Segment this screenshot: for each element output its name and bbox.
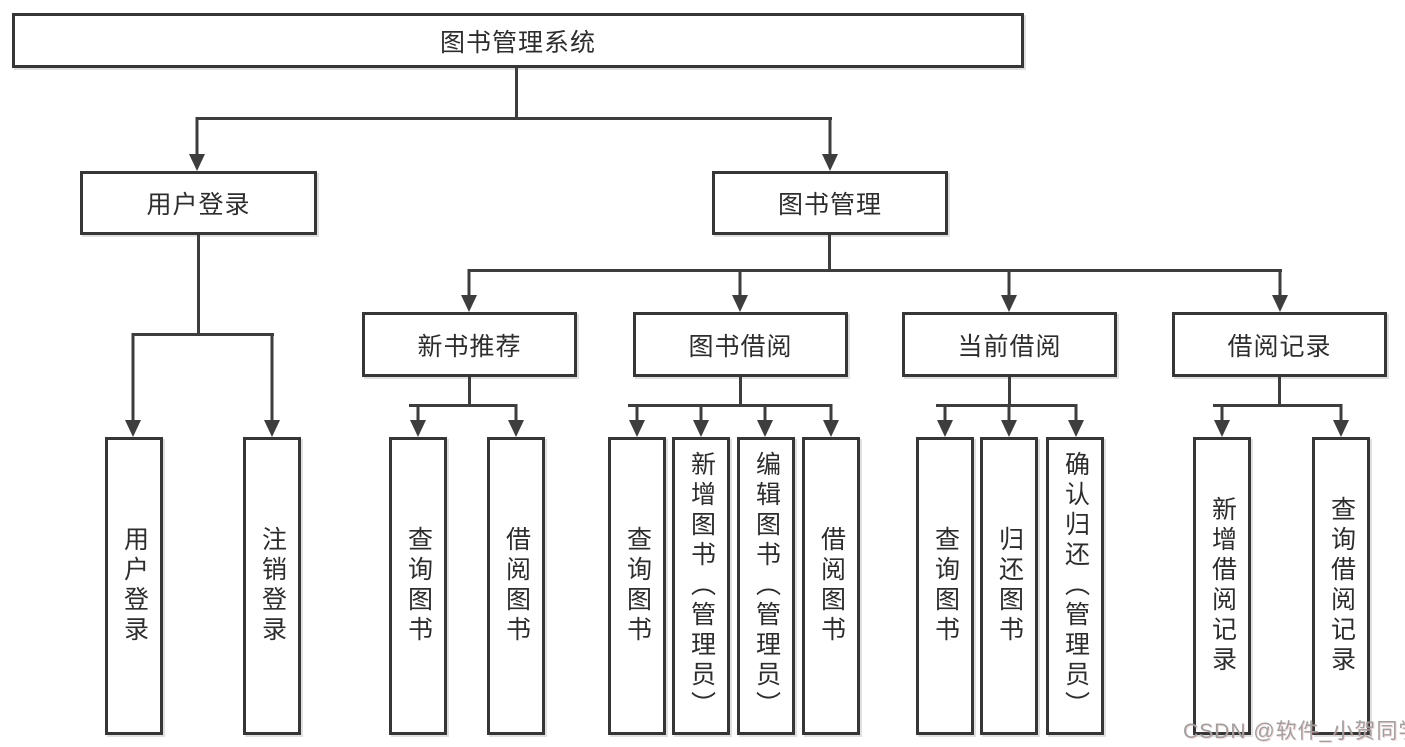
- node-new-book-recommend-label: 新书推荐: [417, 332, 522, 361]
- connector-root-stem: [515, 68, 518, 119]
- leaf-recommend-borrow-books: 借阅图书: [487, 437, 545, 735]
- leaf-records-query-record-label: 查询借阅记录: [1327, 496, 1356, 676]
- leaf-borrow-edit-books-admin-label: 编辑图书（管理员）: [752, 451, 781, 721]
- leaf-current-confirm-return-admin-label: 确认归还（管理员）: [1061, 451, 1090, 721]
- node-root: 图书管理系统: [12, 13, 1024, 68]
- leaf-logout-login: 注销登录: [243, 437, 301, 735]
- leaf-logout-login-label: 注销登录: [258, 526, 287, 646]
- node-current-borrow-label: 当前借阅: [957, 332, 1062, 361]
- leaf-borrow-add-books-admin: 新增图书（管理员）: [672, 437, 730, 735]
- node-borrow-records: 借阅记录: [1172, 312, 1387, 377]
- leaf-records-add-record: 新增借阅记录: [1193, 437, 1251, 735]
- arrow-to-records-add-record: [1213, 404, 1231, 437]
- leaf-borrow-borrow-books: 借阅图书: [802, 437, 860, 735]
- connector-borrow-stem: [739, 377, 742, 407]
- leaf-borrow-borrow-books-label: 借阅图书: [817, 526, 846, 646]
- connector-level2-bus: [468, 269, 1282, 272]
- leaf-borrow-query-books-label: 查询图书: [623, 526, 652, 646]
- arrow-to-book-management: [821, 117, 839, 171]
- connector-current-stem: [1008, 377, 1011, 407]
- arrow-to-leaf-logout: [263, 333, 281, 437]
- leaf-current-confirm-return-admin: 确认归还（管理员）: [1046, 437, 1104, 735]
- arrow-to-borrow-edit-books: [756, 404, 774, 437]
- arrow-to-recommend-borrow-books: [507, 404, 525, 437]
- connector-recommend-stem: [468, 377, 471, 407]
- node-root-label: 图书管理系统: [439, 28, 596, 57]
- leaf-current-query-books: 查询图书: [916, 437, 974, 735]
- leaf-records-query-record: 查询借阅记录: [1312, 437, 1370, 735]
- connector-book-management-stem: [828, 235, 831, 272]
- connector-records-stem: [1278, 377, 1281, 407]
- arrow-to-new-book-recommend: [460, 269, 478, 312]
- node-book-borrow: 图书借阅: [633, 312, 848, 377]
- arrow-to-book-borrow: [731, 269, 749, 312]
- arrow-to-borrow-query-books: [628, 404, 646, 437]
- node-user-login: 用户登录: [80, 171, 317, 235]
- connector-user-login-bus: [132, 333, 274, 336]
- arrow-to-records-query-record: [1332, 404, 1350, 437]
- arrow-to-leaf-user-login: [124, 333, 142, 437]
- node-current-borrow: 当前借阅: [902, 312, 1117, 377]
- arrow-to-borrow-records: [1271, 269, 1289, 312]
- arrow-to-recommend-query-books: [409, 404, 427, 437]
- arrow-to-borrow-borrow-books: [822, 404, 840, 437]
- connector-records-bus: [1213, 404, 1341, 407]
- node-book-borrow-label: 图书借阅: [688, 332, 793, 361]
- leaf-recommend-borrow-books-label: 借阅图书: [502, 526, 531, 646]
- leaf-current-return-books-label: 归还图书: [995, 526, 1024, 646]
- leaf-records-add-record-label: 新增借阅记录: [1208, 496, 1237, 676]
- arrow-to-current-return-books: [1000, 404, 1018, 437]
- leaf-user-login: 用户登录: [105, 437, 163, 735]
- leaf-borrow-add-books-admin-label: 新增图书（管理员）: [687, 451, 716, 721]
- connector-user-login-stem: [197, 235, 200, 335]
- arrow-to-user-login: [188, 117, 206, 171]
- node-user-login-label: 用户登录: [146, 191, 251, 219]
- node-borrow-records-label: 借阅记录: [1227, 332, 1332, 361]
- leaf-current-query-books-label: 查询图书: [931, 526, 960, 646]
- node-book-management: 图书管理: [712, 171, 948, 235]
- leaf-borrow-query-books: 查询图书: [608, 437, 666, 735]
- node-new-book-recommend: 新书推荐: [362, 312, 577, 377]
- arrow-to-current-confirm-return: [1067, 404, 1085, 437]
- arrow-to-borrow-add-books: [692, 404, 710, 437]
- node-book-management-label: 图书管理: [777, 191, 882, 219]
- connector-recommend-bus: [409, 404, 517, 407]
- leaf-current-return-books: 归还图书: [980, 437, 1038, 735]
- arrow-to-current-query-books: [936, 404, 954, 437]
- leaf-recommend-query-books: 查询图书: [389, 437, 447, 735]
- leaf-recommend-query-books-label: 查询图书: [404, 526, 433, 646]
- csdn-watermark: CSDN @软件_小贺同学: [1183, 720, 1405, 743]
- connector-borrow-bus: [628, 404, 831, 407]
- connector-level1-bus: [196, 117, 832, 120]
- leaf-user-login-label: 用户登录: [120, 526, 149, 646]
- leaf-borrow-edit-books-admin: 编辑图书（管理员）: [737, 437, 795, 735]
- arrow-to-current-borrow: [1000, 269, 1018, 312]
